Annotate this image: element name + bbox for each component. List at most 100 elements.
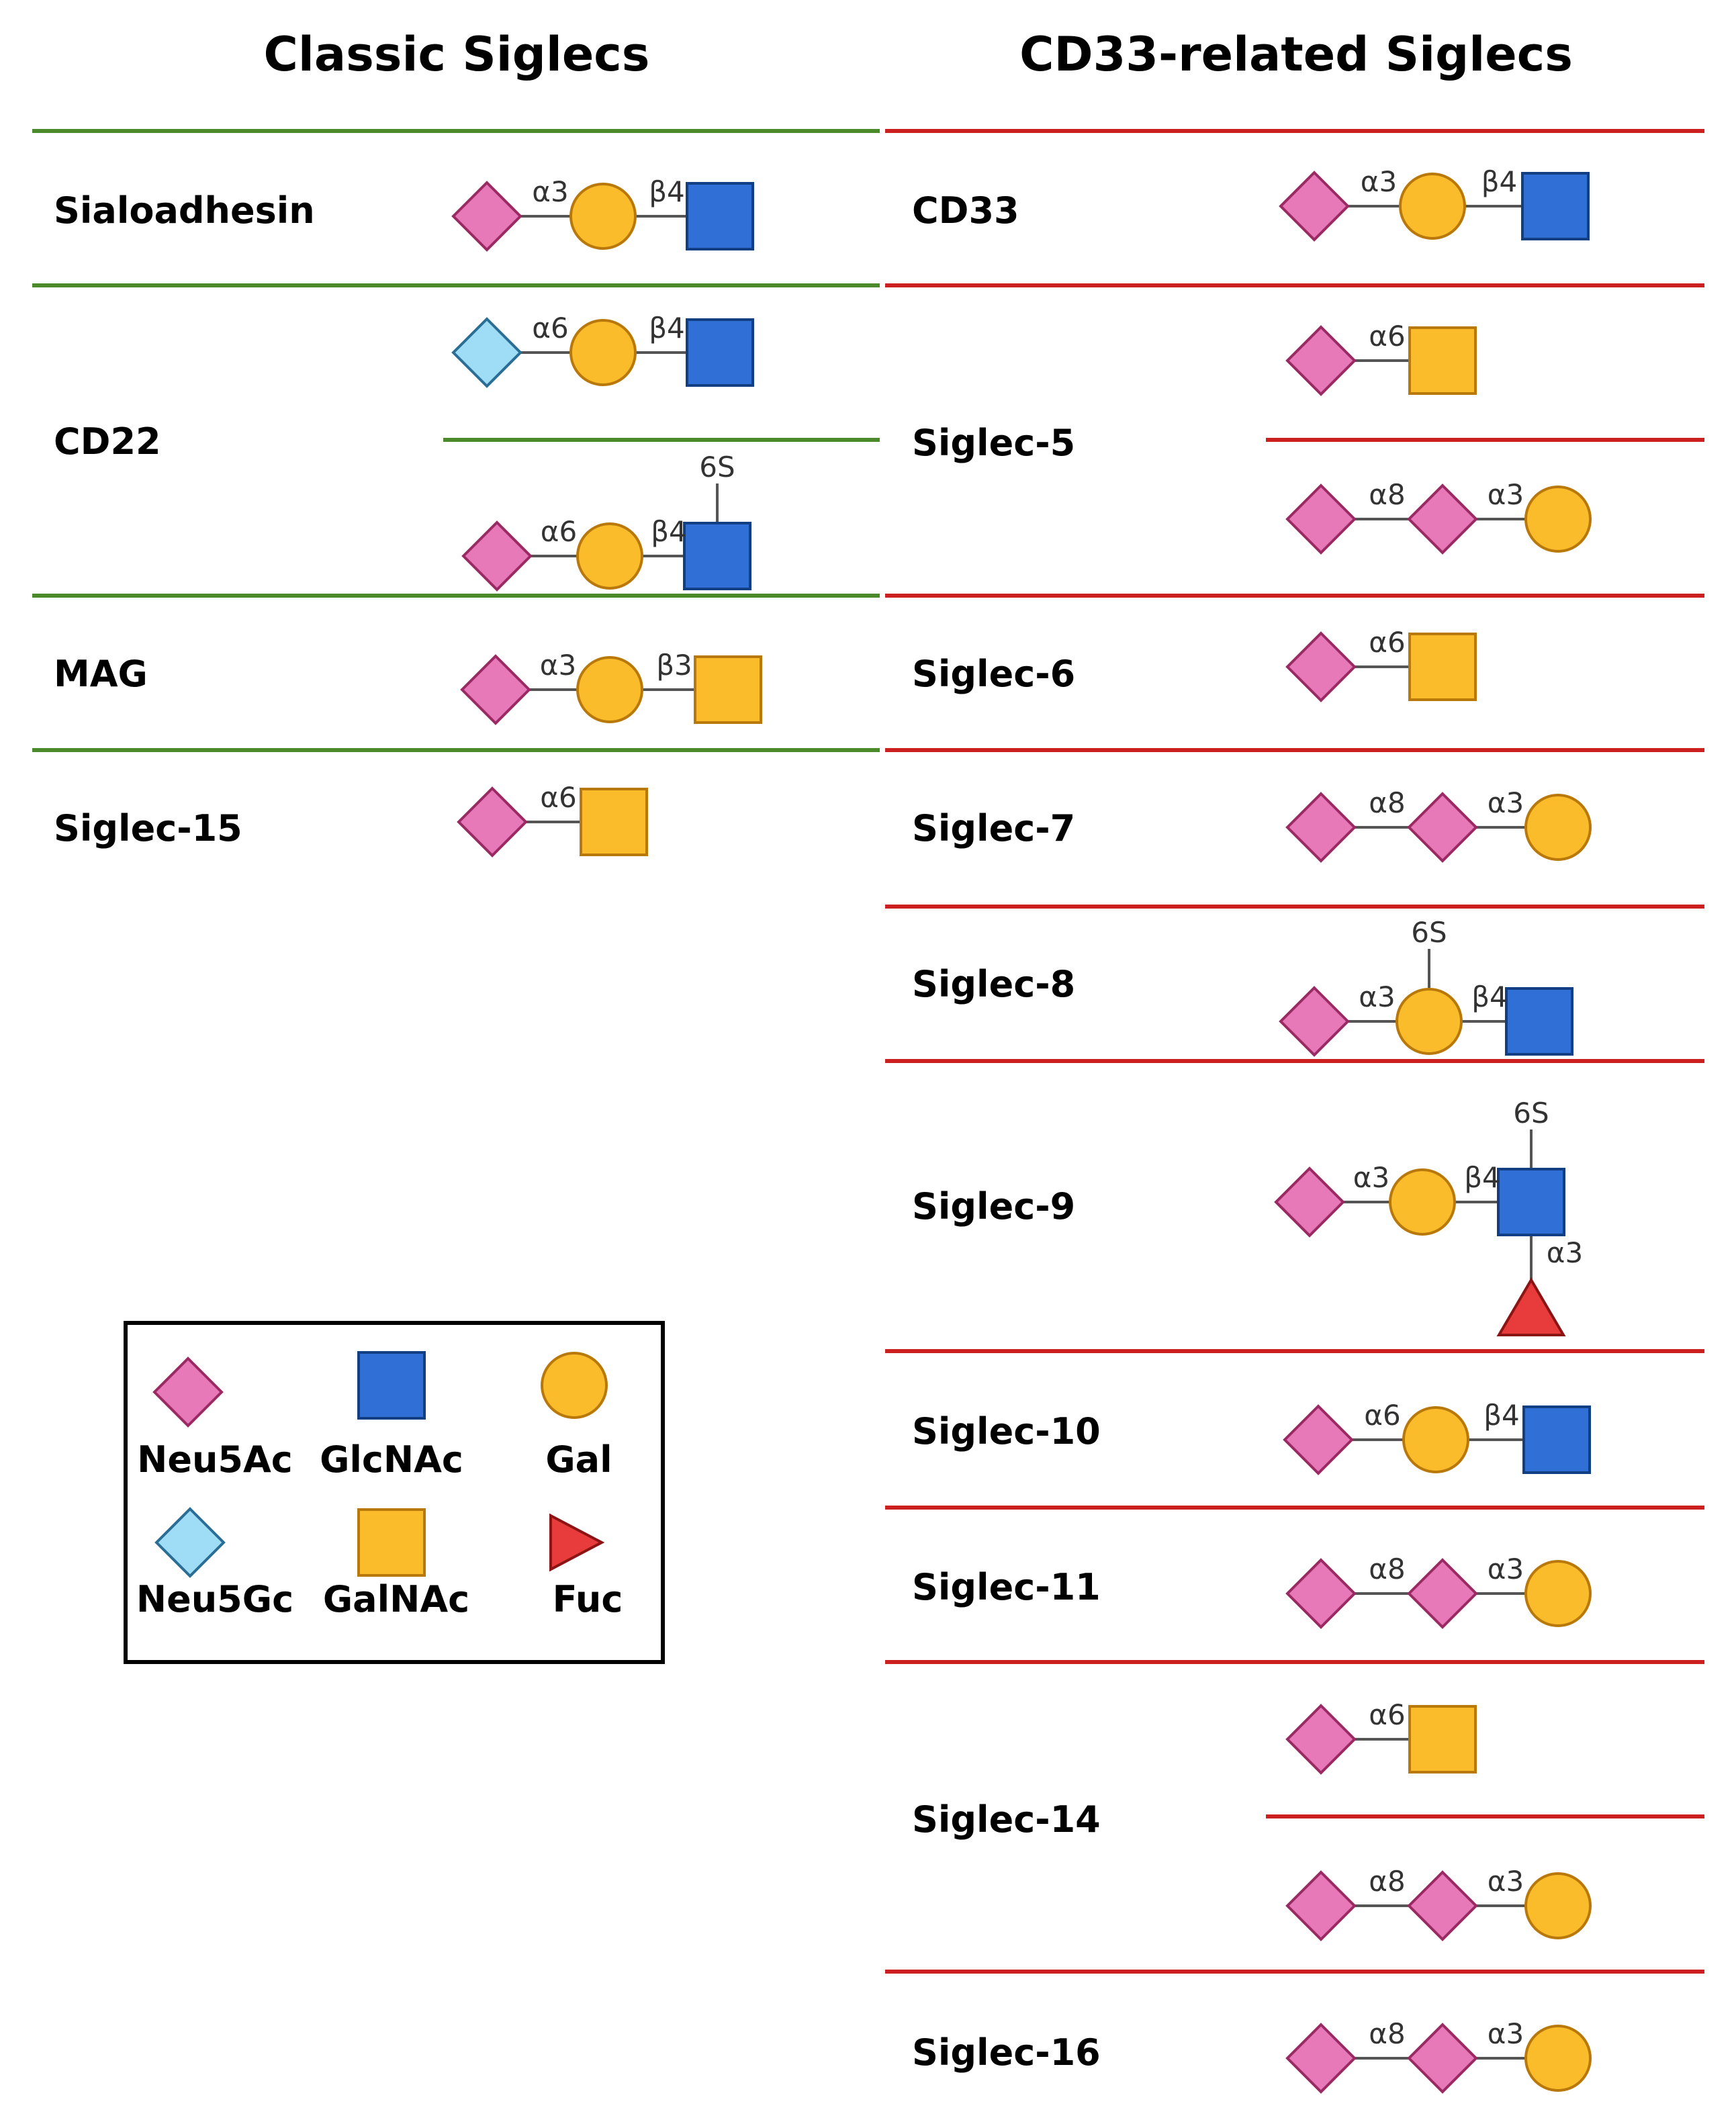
- neu5ac-diamond-icon: [460, 654, 531, 725]
- row-label-siglec-14: Siglec-14: [912, 1798, 1101, 1841]
- legend-label-gal: Gal: [545, 1438, 612, 1481]
- linkage-label: α6: [532, 312, 568, 344]
- linkage-label: β4: [649, 312, 685, 344]
- linkage-label: α3: [540, 649, 576, 682]
- row-label-mag: MAG: [54, 653, 148, 695]
- glycan-siglec-8: 6S α3 β4: [1279, 916, 1573, 1057]
- neu5ac-diamond-icon: [1407, 1558, 1478, 1629]
- linkage-label: α6: [1369, 626, 1405, 659]
- neu5ac-diamond-icon: [461, 520, 533, 592]
- neu5ac-diamond-icon: [1279, 171, 1350, 242]
- linkage-label: α8: [1369, 1865, 1405, 1898]
- linkage-label: α6: [541, 515, 577, 548]
- row-label-siglec-7: Siglec-7: [912, 807, 1075, 849]
- neu5ac-diamond-icon: [1283, 1404, 1354, 1475]
- neu5ac-diamond-icon: [1407, 483, 1478, 555]
- gal-circle-icon: [569, 183, 637, 250]
- neu5ac-diamond-icon: [1285, 2023, 1357, 2094]
- glycan-mag: α3 β3: [460, 649, 762, 725]
- gal-circle-icon: [1524, 486, 1592, 553]
- row-label-siglec-11: Siglec-11: [912, 1566, 1101, 1608]
- neu5gc-diamond-icon: [451, 317, 522, 388]
- gal-circle-icon: [541, 1352, 608, 1419]
- legend-label-fuc: Fuc: [553, 1578, 623, 1620]
- neu5ac-diamond-icon: [1285, 631, 1357, 702]
- neu5ac-diamond-icon: [1285, 325, 1357, 396]
- linkage-label: β4: [1483, 1399, 1520, 1432]
- linkage-label: β4: [649, 175, 685, 208]
- gal-circle-icon: [1524, 1560, 1592, 1627]
- gal-circle-icon: [1524, 1872, 1592, 1939]
- linkage-label: α6: [540, 781, 576, 814]
- cd33-siglecs-heading: CD33-related Siglecs: [1019, 27, 1573, 82]
- neu5ac-diamond-icon: [1407, 2023, 1478, 2094]
- neu5ac-diamond-icon: [1285, 483, 1357, 555]
- galnac-square-icon: [1408, 1705, 1477, 1773]
- glcnac-square-icon: [1497, 1168, 1565, 1236]
- fuc-triangle-icon: [1496, 1277, 1566, 1336]
- linkage-label: α3: [1488, 786, 1524, 819]
- row-label-cd33: CD33: [912, 189, 1019, 232]
- gal-circle-icon: [1524, 794, 1592, 861]
- linkage-label: α8: [1369, 478, 1405, 511]
- linkage-label: β4: [1481, 165, 1518, 198]
- neu5ac-diamond-icon: [457, 786, 528, 858]
- linkage-label: β4: [1464, 1161, 1500, 1194]
- gal-circle-icon: [1399, 173, 1466, 240]
- linkage-label: α3: [1488, 2017, 1524, 2050]
- neu5gc-diamond-icon: [154, 1507, 226, 1578]
- glcnac-square-icon: [357, 1351, 426, 1420]
- linkage-label: α6: [1369, 1698, 1405, 1731]
- neu5ac-diamond-icon: [1274, 1166, 1345, 1238]
- legend-border: [124, 1321, 665, 1664]
- linkage-label: α3: [1547, 1236, 1583, 1269]
- glcnac-square-icon: [1522, 1405, 1591, 1474]
- neu5ac-diamond-icon: [1285, 1704, 1357, 1775]
- glycan-siglec-15: α6: [457, 781, 648, 858]
- galnac-square-icon: [1408, 326, 1477, 395]
- gal-circle-icon: [576, 522, 643, 590]
- row-label-sialoadhesin: Sialoadhesin: [54, 189, 315, 232]
- sulfate-label: 6S: [699, 451, 735, 483]
- gal-circle-icon: [1396, 988, 1463, 1055]
- gal-circle-icon: [576, 656, 643, 723]
- glcnac-square-icon: [1505, 987, 1573, 1056]
- monosaccharide-legend: Neu5Ac GlcNAc Gal Neu5Gc GalNAc Fuc: [124, 1321, 665, 1664]
- galnac-square-icon: [580, 788, 648, 856]
- row-label-cd22: CD22: [54, 420, 161, 463]
- fuc-triangle-icon: [549, 1513, 605, 1572]
- row-label-siglec-8: Siglec-8: [912, 963, 1075, 1005]
- neu5ac-diamond-icon: [1407, 1870, 1478, 1941]
- gal-circle-icon: [1389, 1168, 1456, 1236]
- glycan-siglec-14-b: α8 α3: [1285, 1865, 1592, 1941]
- neu5ac-diamond-icon: [1285, 1558, 1357, 1629]
- gal-circle-icon: [1402, 1406, 1469, 1473]
- galnac-square-icon: [1408, 633, 1477, 701]
- row-label-siglec-15: Siglec-15: [54, 807, 242, 849]
- linkage-label: β3: [656, 649, 692, 682]
- glcnac-square-icon: [683, 522, 751, 590]
- sulfate-label: 6S: [1513, 1097, 1549, 1130]
- row-label-siglec-16: Siglec-16: [912, 2031, 1101, 2074]
- linkage-label: α6: [1364, 1399, 1400, 1432]
- linkage-label: β4: [1471, 980, 1508, 1013]
- row-label-siglec-5: Siglec-5: [912, 422, 1075, 464]
- linkage-label: α3: [1488, 1865, 1524, 1898]
- sulfate-label: 6S: [1411, 916, 1447, 949]
- neu5ac-diamond-icon: [451, 181, 522, 252]
- row-label-siglec-9: Siglec-9: [912, 1185, 1075, 1228]
- glcnac-square-icon: [1521, 172, 1590, 240]
- legend-label-neu5ac: Neu5Ac: [137, 1438, 293, 1481]
- linkage-label: α3: [1359, 980, 1395, 1013]
- glycan-siglec-6: α6: [1285, 626, 1477, 702]
- neu5ac-diamond-icon: [1285, 1870, 1357, 1941]
- glycan-siglec-5-a: α6: [1285, 320, 1477, 396]
